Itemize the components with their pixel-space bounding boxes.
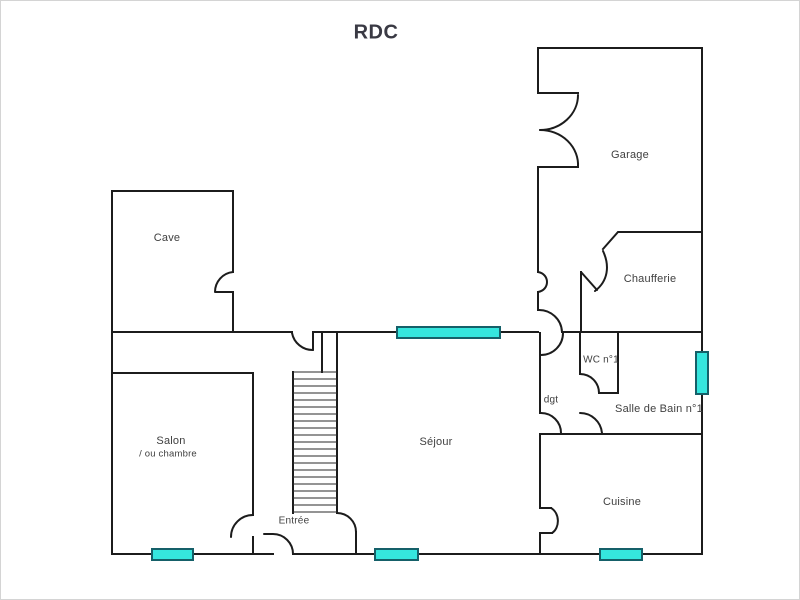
window-salon-south: [151, 548, 194, 561]
window-sejour-south: [374, 548, 419, 561]
window-cuisine-south: [599, 548, 643, 561]
dgt-north-door-arc: [540, 332, 564, 356]
salon-door-arc: [230, 514, 254, 538]
room-label-salon: Salon: [156, 435, 186, 447]
stair-treads: [293, 371, 337, 513]
room-sublabel-salon: / ou chambre: [139, 448, 197, 460]
stair-flare-arc-east: [336, 512, 357, 533]
floor-title: RDC: [353, 21, 399, 44]
room-label-chaufferie: Chaufferie: [623, 273, 677, 285]
room-label-salle-de-bain: Salle de Bain n°1: [615, 403, 703, 415]
sdb-door-arc: [579, 411, 603, 434]
room-label-cave: Cave: [153, 232, 181, 244]
vestibule-door-arc: [537, 271, 548, 293]
wall-garage-west: [537, 47, 579, 311]
wall-cuisine-west: [539, 433, 553, 555]
garage-door-arc-lower: [539, 128, 580, 168]
room-label-entree: Entrée: [278, 515, 310, 527]
wc-door-arc: [579, 373, 600, 394]
vestibule-corner-arc: [537, 308, 563, 333]
room-label-cuisine: Cuisine: [602, 496, 642, 508]
wall-cave: [111, 190, 234, 333]
room-label-sejour: Séjour: [419, 436, 453, 448]
cuisine-door-arc: [550, 507, 559, 534]
room-label-garage: Garage: [611, 149, 649, 161]
chaufferie-door-arc: [594, 250, 608, 292]
dgt-south-door-arc: [540, 412, 562, 434]
garage-door-arc-upper: [539, 94, 579, 131]
cave-door-arc: [213, 271, 234, 293]
window-salle-de-bain-east: [695, 351, 709, 395]
entrance-door-arc: [263, 533, 294, 555]
entry-north-door-arc: [291, 332, 314, 352]
chaufferie-door-leaf: [580, 271, 598, 291]
window-sejour-north: [396, 326, 501, 339]
room-label-wc: WC n°1: [583, 354, 619, 366]
wall-garage-south: [601, 231, 703, 251]
room-label-dgt: dgt: [543, 394, 559, 406]
